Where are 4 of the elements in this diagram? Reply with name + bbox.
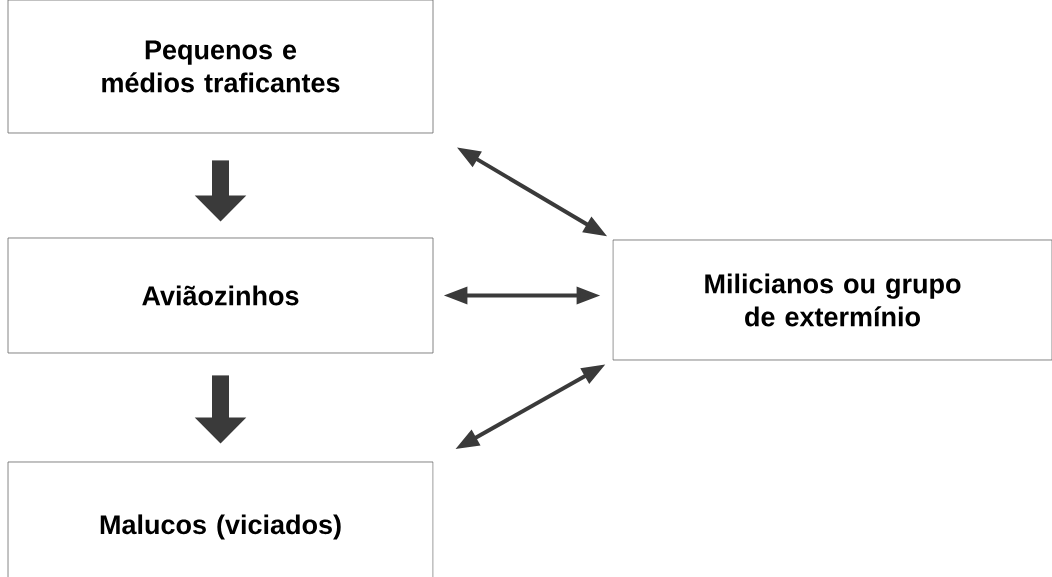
process-box: Aviãozinhos <box>7 237 434 354</box>
process-box: Malucos (viciados) <box>7 461 434 577</box>
process-box: Pequenos e médios traficantes <box>7 0 434 134</box>
process-box: Milicianos ou grupo de extermínio <box>612 239 1052 361</box>
